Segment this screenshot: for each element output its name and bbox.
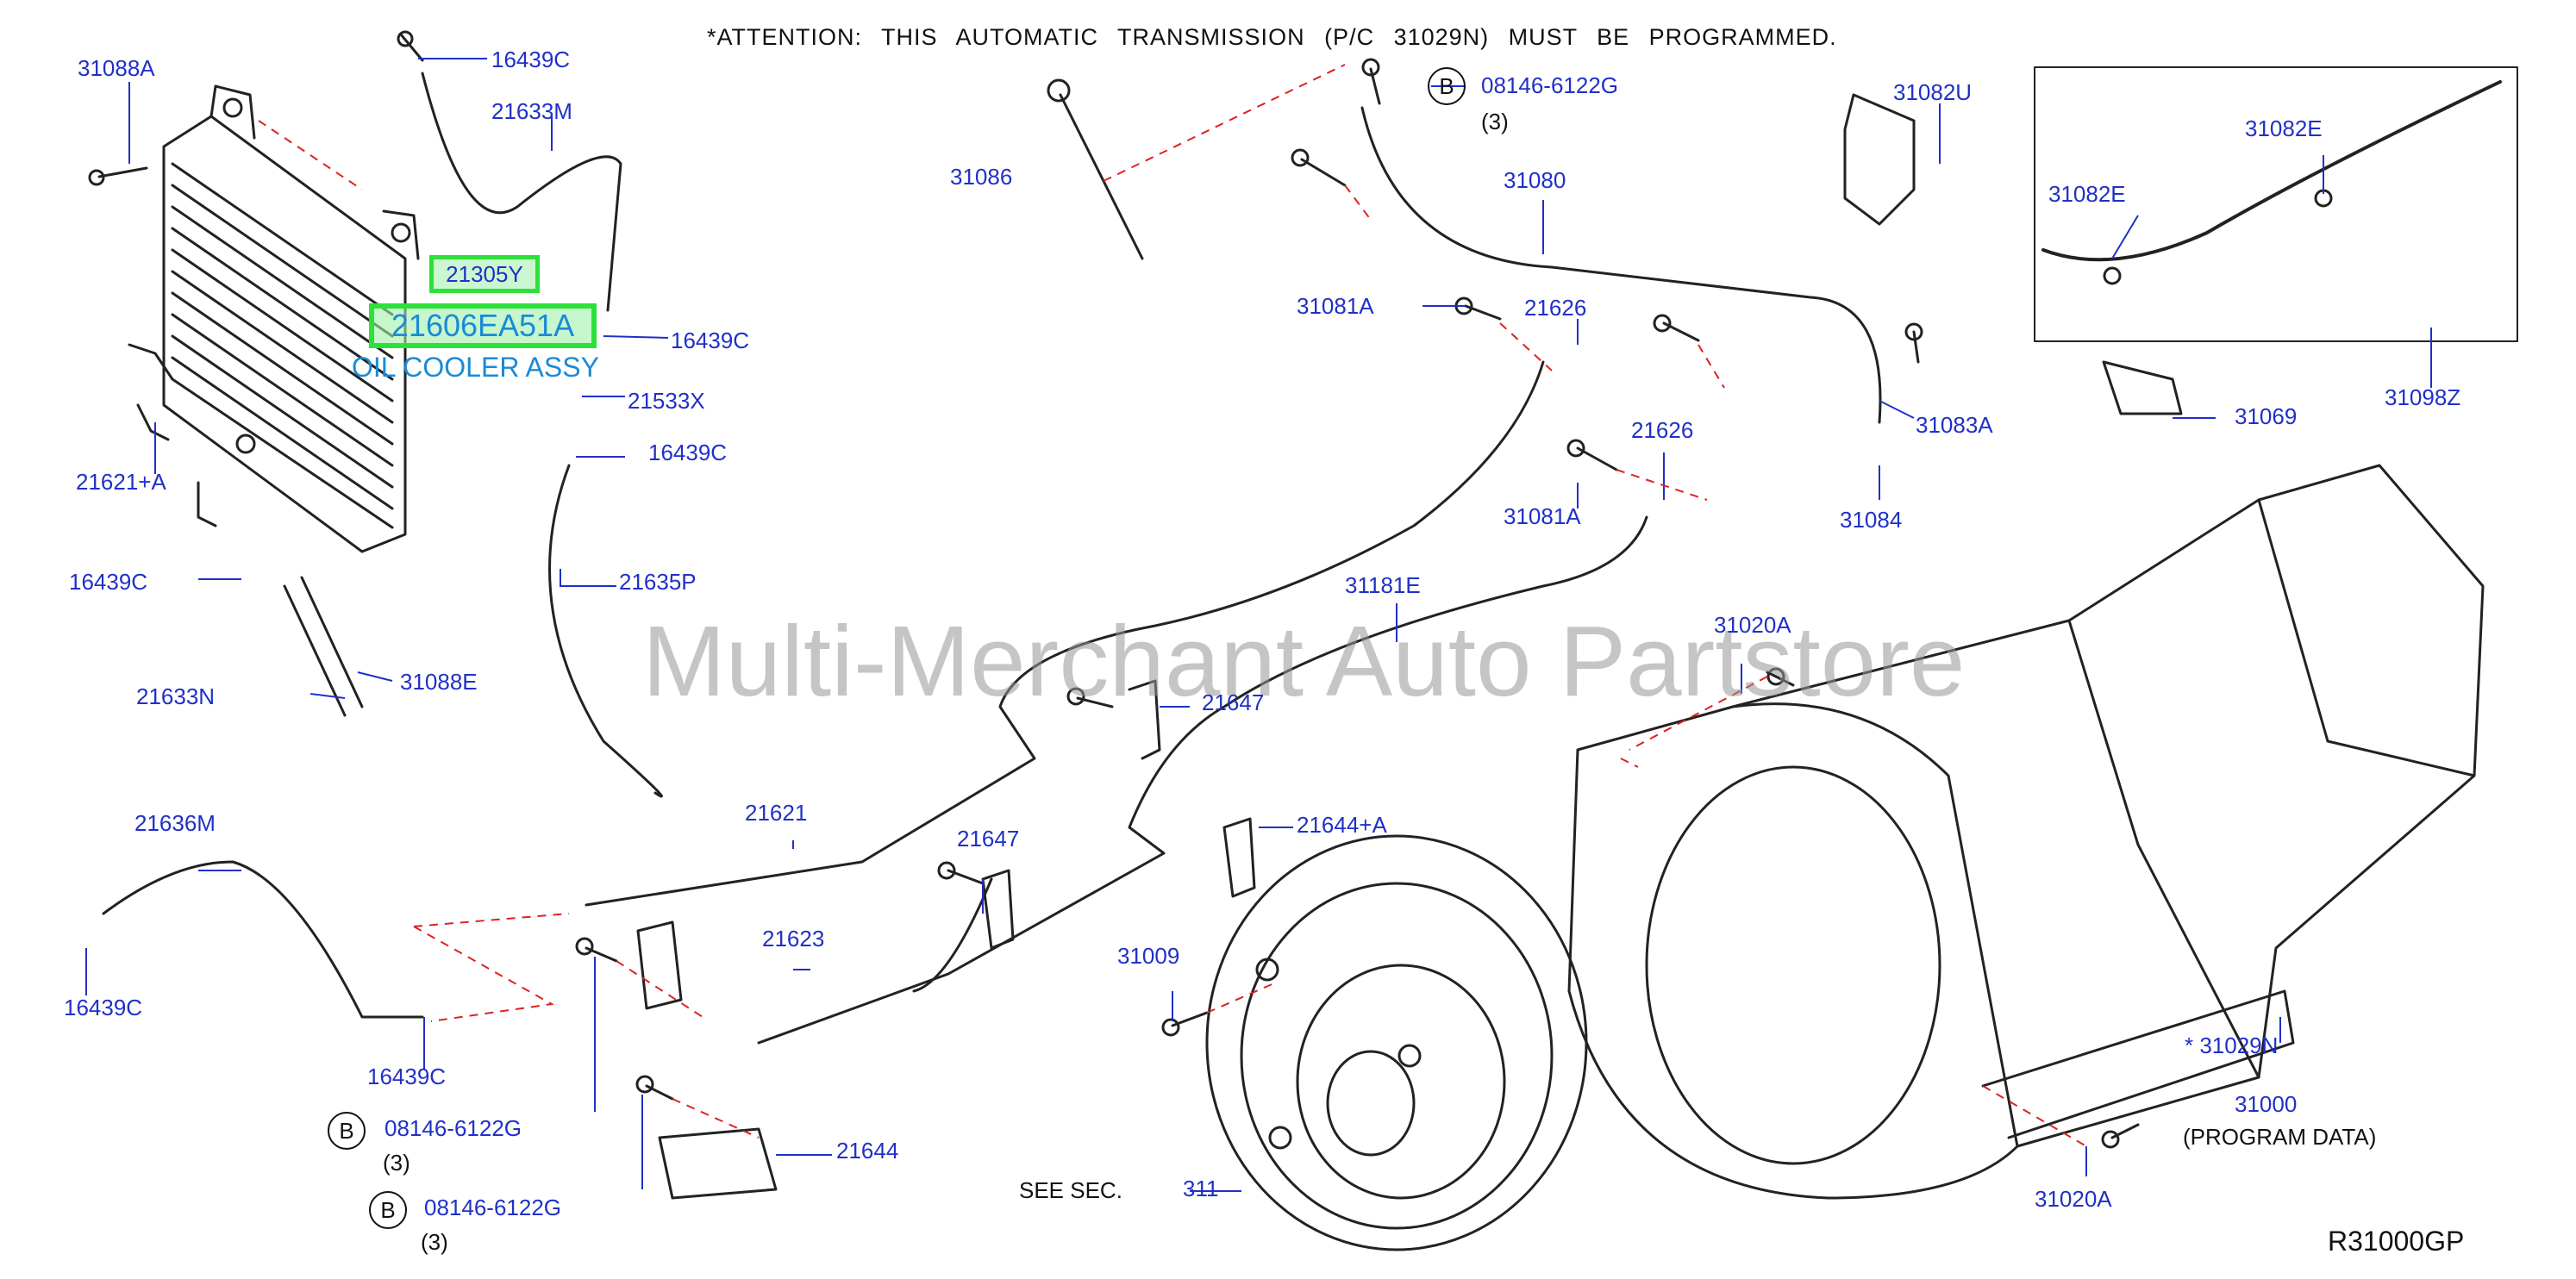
part-label-31020a-1[interactable]: 31020A	[1714, 612, 1791, 638]
callout-b-b: B	[369, 1191, 407, 1229]
part-qty-08146-top: (3)	[1481, 109, 1509, 134]
part-label-31082e-1[interactable]: 31082E	[2245, 115, 2323, 141]
part-label-08146-b[interactable]: 08146-6122G	[424, 1195, 562, 1220]
part-label-16439c-left[interactable]: 16439C	[69, 569, 148, 595]
torque-converter-illustration	[1205, 834, 1588, 1251]
part-label-16439c-top[interactable]: 16439C	[491, 47, 571, 72]
highlighted-part-main[interactable]: 21606EA51A	[369, 303, 597, 348]
hose-illustrations	[102, 72, 663, 1019]
part-label-31088a[interactable]: 31088A	[78, 55, 155, 81]
part-label-21533x[interactable]: 21533X	[628, 388, 705, 414]
part-label-21647-2[interactable]: 21647	[957, 826, 1020, 852]
part-label-31082u[interactable]: 31082U	[1893, 79, 1973, 105]
dashed-guides	[258, 64, 2087, 1147]
callout-b-a: B	[328, 1112, 366, 1150]
part-label-21621a[interactable]: 21621+A	[76, 469, 166, 495]
part-label-31029n[interactable]: * 31029N	[2185, 1033, 2279, 1058]
dipstick-illustration	[1047, 78, 1144, 260]
part-label-16439c-mid[interactable]: 16439C	[671, 328, 750, 353]
part-label-21633n[interactable]: 21633N	[136, 683, 216, 709]
watermark-text: Multi-Merchant Auto Partstore	[642, 605, 1966, 717]
inset-box	[2034, 66, 2518, 342]
part-qty-08146-b: (3)	[421, 1229, 448, 1255]
part-label-21635p[interactable]: 21635P	[619, 569, 697, 595]
part-label-31082e-2[interactable]: 31082E	[2048, 181, 2126, 207]
part-label-31081a-2[interactable]: 31081A	[1504, 503, 1581, 529]
part-label-21623[interactable]: 21623	[762, 926, 825, 951]
part-label-16439c-low[interactable]: 16439C	[648, 440, 728, 465]
part-label-08146-a[interactable]: 08146-6122G	[385, 1115, 522, 1141]
part-label-31084[interactable]: 31084	[1840, 507, 1903, 533]
part-label-31086[interactable]: 31086	[950, 164, 1013, 190]
part-label-08146-top[interactable]: 08146-6122G	[1481, 72, 1619, 98]
part-label-31098z[interactable]: 31098Z	[2385, 384, 2461, 410]
see-section-note: SEE SEC.	[1019, 1177, 1122, 1203]
diagram-code: R31000GP	[2328, 1226, 2465, 1257]
part-description: OIL COOLER ASSY	[352, 352, 599, 383]
part-label-21633m[interactable]: 21633M	[491, 98, 572, 124]
part-label-31020a-2[interactable]: 31020A	[2035, 1186, 2112, 1212]
part-label-21636m[interactable]: 21636M	[134, 810, 216, 836]
part-label-16439c-bm[interactable]: 16439C	[367, 1064, 447, 1089]
part-qty-08146-a: (3)	[383, 1150, 410, 1176]
highlighted-part-21305y[interactable]: 21305Y	[429, 255, 540, 293]
part-label-31080[interactable]: 31080	[1504, 167, 1566, 193]
part-label-16439c-bl[interactable]: 16439C	[64, 995, 143, 1020]
part-label-21644a[interactable]: 21644+A	[1297, 812, 1387, 838]
part-label-31069[interactable]: 31069	[2235, 403, 2298, 429]
bolt-illustrations	[88, 30, 2140, 1149]
program-data-note: (PROGRAM DATA)	[2183, 1124, 2377, 1150]
cooler-tube-illustrations	[585, 106, 1882, 1045]
transmission-illustration	[1567, 464, 2485, 1200]
part-label-31000[interactable]: 31000	[2235, 1091, 2298, 1117]
part-label-21626-1[interactable]: 21626	[1524, 295, 1587, 321]
part-label-21644[interactable]: 21644	[836, 1138, 899, 1164]
part-label-31083a[interactable]: 31083A	[1916, 412, 1993, 438]
callout-b-top: B	[1428, 67, 1466, 105]
part-label-21647-1[interactable]: 21647	[1202, 689, 1265, 715]
part-label-21626-2[interactable]: 21626	[1631, 417, 1694, 443]
attention-note: *ATTENTION: THIS AUTOMATIC TRANSMISSION …	[707, 24, 1837, 50]
section-link-311[interactable]: 311	[1183, 1176, 1219, 1201]
part-label-31009[interactable]: 31009	[1117, 943, 1180, 969]
bracket-illustrations	[636, 93, 2183, 1200]
part-label-31081a-1[interactable]: 31081A	[1297, 293, 1374, 319]
part-label-31088e[interactable]: 31088E	[400, 669, 478, 695]
part-label-31181e[interactable]: 31181E	[1345, 572, 1421, 598]
oil-cooler-illustration	[128, 84, 420, 553]
part-label-21621[interactable]: 21621	[745, 800, 808, 826]
leader-lines	[85, 58, 2432, 1192]
